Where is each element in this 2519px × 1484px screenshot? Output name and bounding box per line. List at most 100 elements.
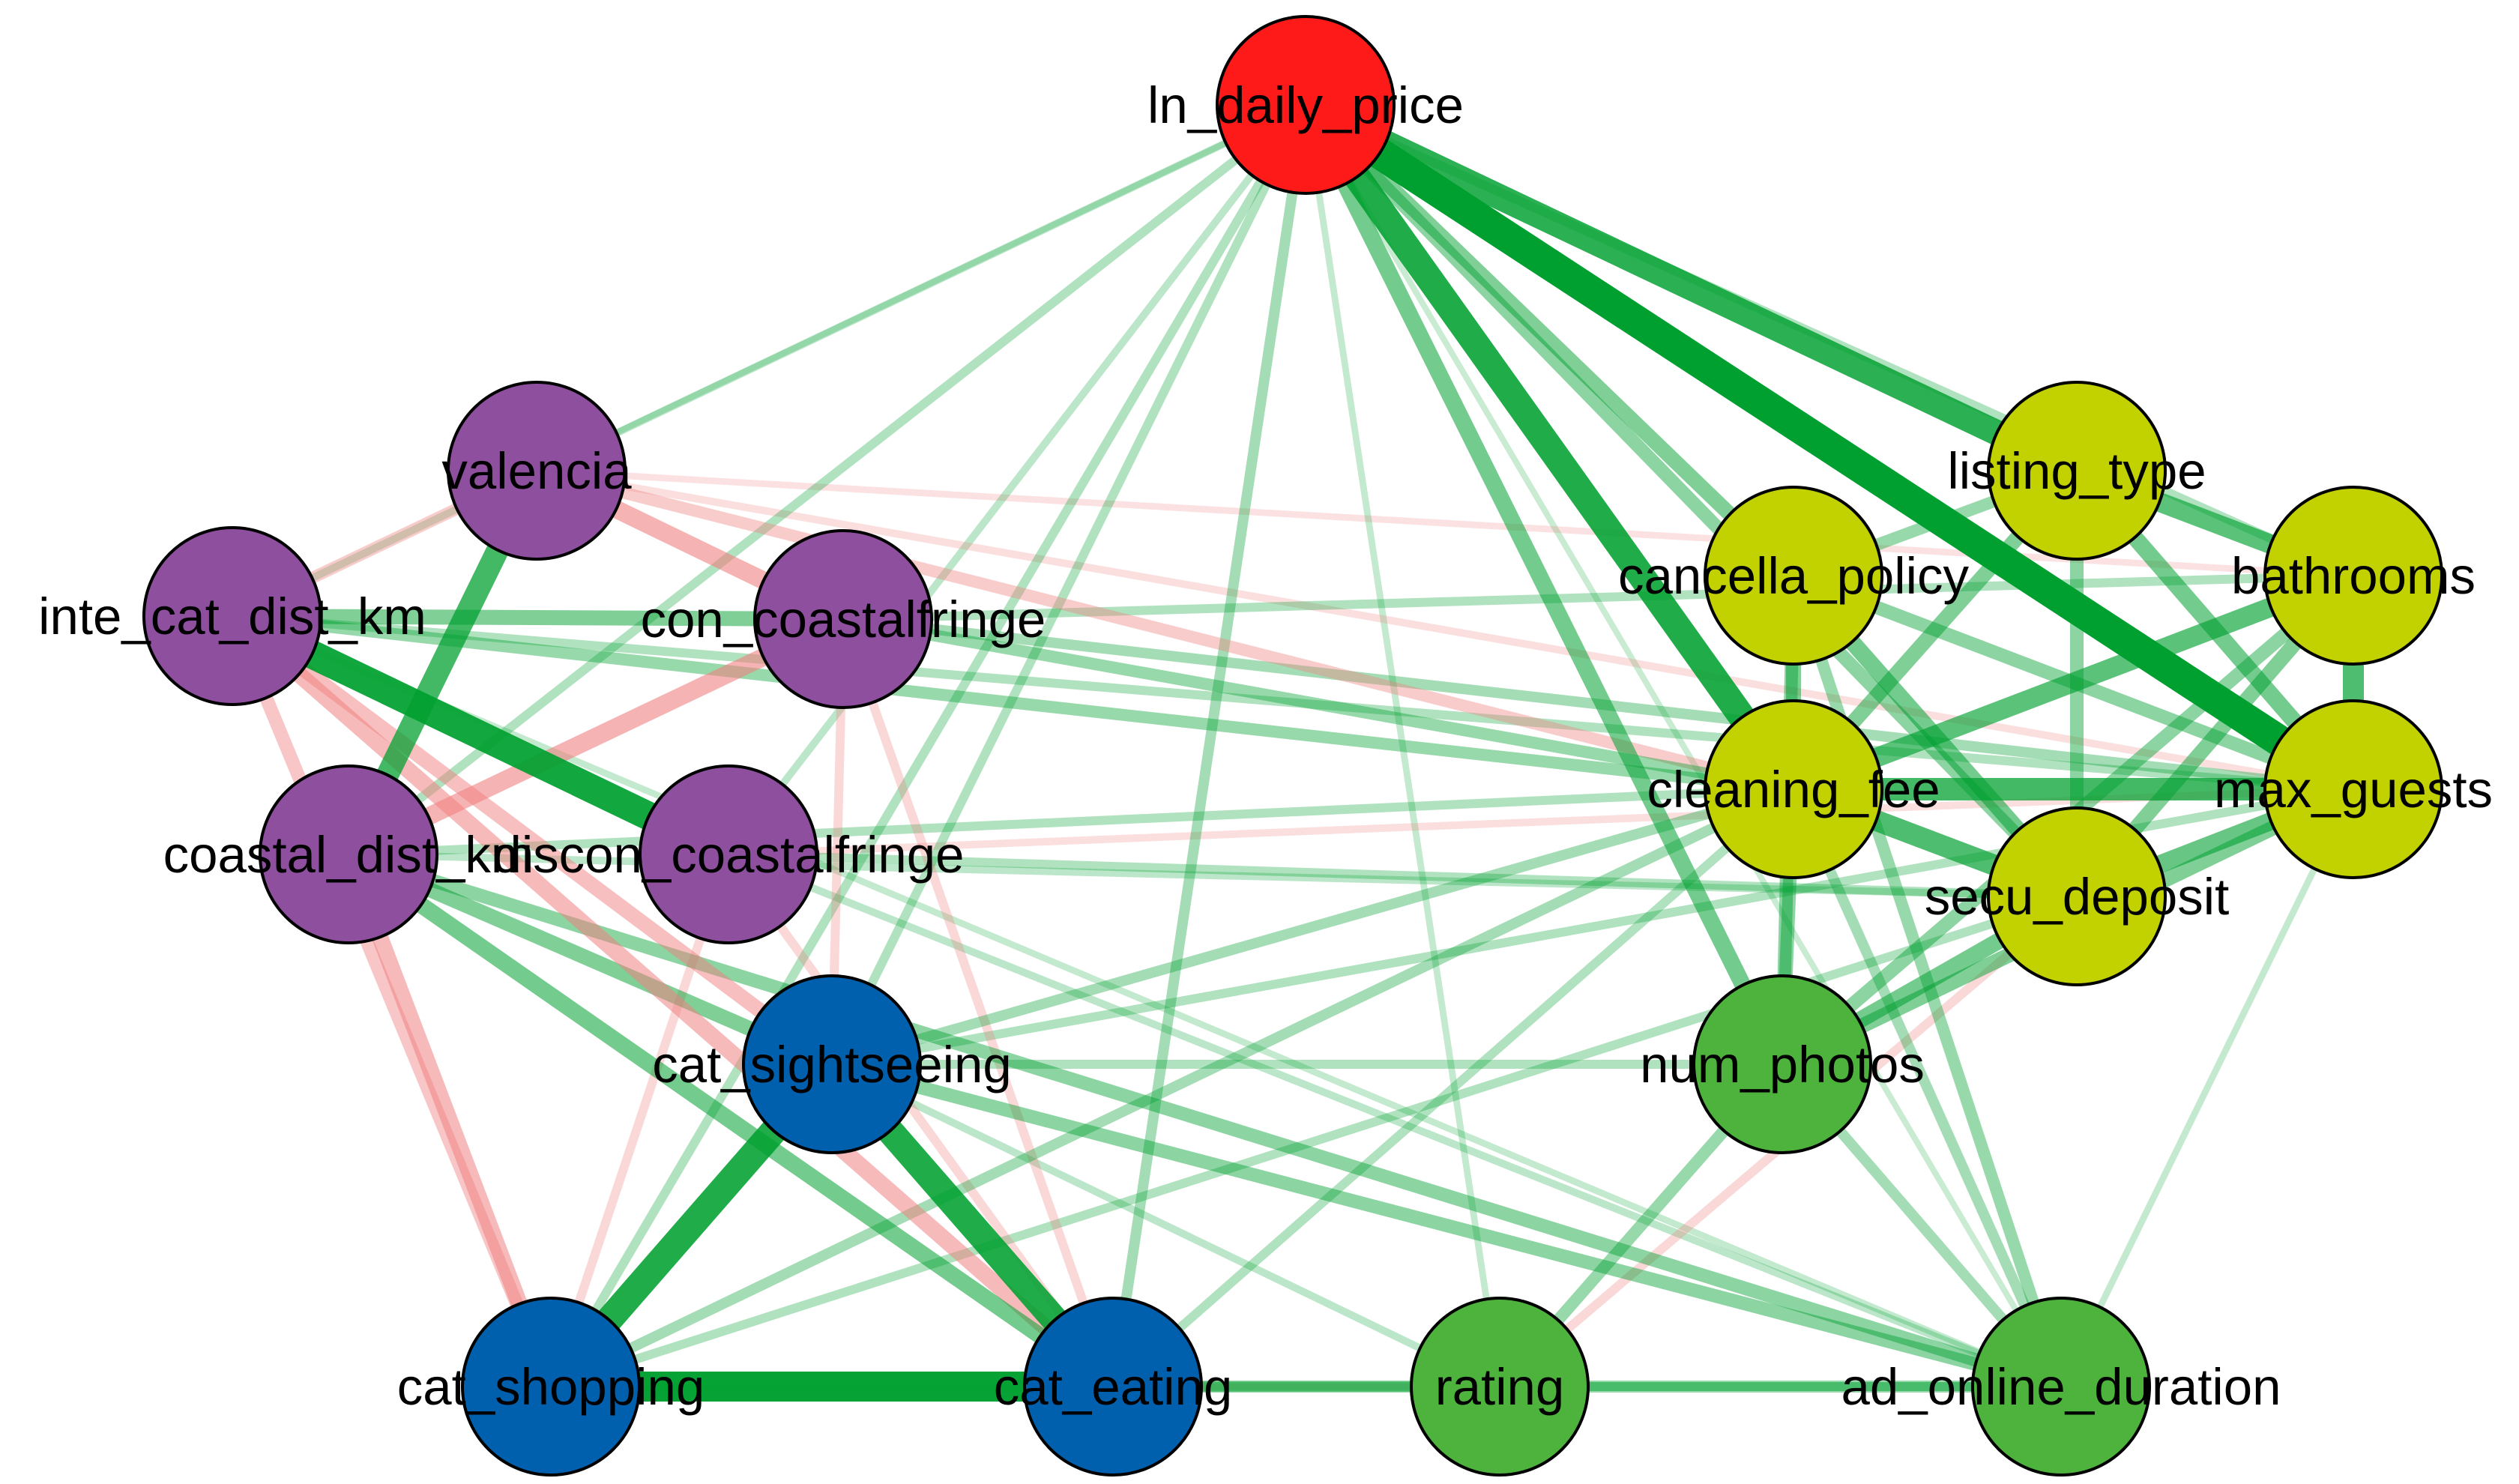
node-label-discon_coastalfringe: discon_coastalfringe bbox=[492, 826, 964, 884]
node-circle-valencia[interactable] bbox=[447, 381, 627, 561]
node-label-inte_cat_dist_km: inte_cat_dist_km bbox=[38, 588, 426, 645]
node-circle-ln_daily_price[interactable] bbox=[1216, 15, 1396, 195]
node-label-cat_shopping: cat_shopping bbox=[397, 1358, 705, 1416]
node-cat_shopping[interactable]: cat_shopping bbox=[397, 1297, 705, 1477]
edge-layer bbox=[226, 91, 2364, 1402]
node-label-cat_sightseeing: cat_sightseeing bbox=[652, 1036, 1012, 1094]
edge-coastal_dist_km-con_coastalfringe bbox=[344, 611, 848, 863]
node-coastal_dist_km[interactable]: coastal_dist_km bbox=[163, 764, 534, 944]
edge-ln_daily_price-ad_online_duration bbox=[1303, 103, 2064, 1389]
edge-inte_cat_dist_km-cleaning_fee bbox=[232, 610, 1794, 795]
node-label-cleaning_fee: cleaning_fee bbox=[1647, 761, 1940, 818]
edge-coastal_dist_km-secu_deposit bbox=[348, 851, 2078, 900]
edge-max_guests-ad_online_duration bbox=[2058, 788, 2356, 1388]
edge-valencia-cleaning_fee bbox=[535, 465, 1795, 795]
edge-discon_coastalfringe-ad_online_duration bbox=[727, 851, 2063, 1390]
node-cancella_policy[interactable]: cancella_policy bbox=[1618, 486, 1969, 666]
edge-ln_daily_price-listing_type bbox=[1300, 93, 2083, 483]
edge-coastal_dist_km-cat_eating bbox=[343, 847, 1118, 1394]
node-inte_cat_dist_km[interactable]: inte_cat_dist_km bbox=[38, 526, 426, 706]
node-circle-max_guests[interactable] bbox=[2263, 699, 2443, 879]
edge-ln_daily_price-coastal_dist_km bbox=[346, 101, 1309, 858]
edge-ln_daily_price-cleaning_fee bbox=[1294, 97, 1805, 797]
edge-coastal_dist_km-ad_online_duration bbox=[346, 848, 2063, 1393]
edge-ln_daily_price-discon_coastalfringe bbox=[725, 102, 1309, 857]
node-ad_online_duration[interactable]: ad_online_duration bbox=[1841, 1297, 2281, 1477]
edge-inte_cat_dist_km-cat_sightseeing bbox=[228, 609, 836, 1071]
node-circle-bathrooms[interactable] bbox=[2263, 486, 2443, 666]
node-ln_daily_price[interactable]: ln_daily_price bbox=[1147, 15, 1464, 195]
node-label-ad_online_duration: ad_online_duration bbox=[1841, 1358, 2281, 1416]
edge-ln_daily_price-num_photos bbox=[1298, 101, 1790, 1068]
edge-inte_cat_dist_km-con_coastalfringe bbox=[232, 609, 844, 627]
node-label-rating: rating bbox=[1435, 1358, 1565, 1416]
edge-ln_daily_price-valencia bbox=[535, 102, 1307, 474]
node-circle-discon_coastalfringe[interactable] bbox=[639, 764, 818, 944]
node-circle-con_coastalfringe[interactable] bbox=[753, 529, 933, 709]
node-label-listing_type: listing_type bbox=[1947, 442, 2206, 500]
edge-ln_daily_price-cat_sightseeing bbox=[827, 103, 1310, 1067]
edge-coastal_dist_km-cleaning_fee bbox=[348, 785, 1794, 859]
node-rating[interactable]: rating bbox=[1410, 1297, 1590, 1477]
edge-valencia-bathrooms bbox=[536, 467, 2354, 579]
edge-ln_daily_price-rating bbox=[1302, 104, 1503, 1387]
node-num_photos[interactable]: num_photos bbox=[1640, 974, 1925, 1154]
node-valencia[interactable]: valencia bbox=[441, 381, 632, 561]
node-circle-cleaning_fee[interactable] bbox=[1704, 699, 1883, 879]
edge-valencia-max_guests bbox=[536, 467, 2354, 793]
node-cat_sightseeing[interactable]: cat_sightseeing bbox=[652, 974, 1012, 1154]
node-circle-cat_shopping[interactable] bbox=[461, 1297, 641, 1477]
node-circle-inte_cat_dist_km[interactable] bbox=[142, 526, 322, 706]
node-label-bathrooms: bathrooms bbox=[2231, 547, 2476, 605]
edge-ln_daily_price-cancella_policy bbox=[1300, 99, 1799, 582]
edge-ln_daily_price-cat_eating bbox=[1108, 103, 1311, 1388]
node-circle-num_photos[interactable] bbox=[1692, 974, 1872, 1154]
node-label-ln_daily_price: ln_daily_price bbox=[1147, 76, 1464, 134]
node-listing_type[interactable]: listing_type bbox=[1947, 381, 2206, 561]
node-label-valencia: valencia bbox=[441, 442, 632, 500]
edge-con_coastalfringe-bathrooms bbox=[842, 571, 2354, 624]
edge-cat_eating-con_coastalfringe bbox=[839, 618, 1117, 1388]
edge-ln_daily_price-max_guests bbox=[1297, 91, 2362, 803]
edge-cat_sightseeing-cleaning_fee bbox=[830, 784, 1795, 1070]
node-circle-coastal_dist_km[interactable] bbox=[259, 764, 438, 944]
node-secu_deposit[interactable]: secu_deposit bbox=[1925, 806, 2230, 986]
edge-inte_cat_dist_km-max_guests bbox=[232, 612, 2354, 794]
node-circle-cancella_policy[interactable] bbox=[1704, 486, 1883, 666]
edge-inte_cat_dist_km-ad_online_duration bbox=[231, 612, 2063, 1390]
node-circle-listing_type[interactable] bbox=[1987, 381, 2167, 561]
node-label-secu_deposit: secu_deposit bbox=[1925, 868, 2230, 926]
edge-cat_sightseeing-rating bbox=[830, 1061, 1502, 1390]
node-label-num_photos: num_photos bbox=[1640, 1036, 1925, 1094]
node-circle-cat_sightseeing[interactable] bbox=[742, 974, 922, 1154]
edge-ln_daily_price-inte_cat_dist_km bbox=[230, 101, 1308, 620]
node-label-cat_eating: cat_eating bbox=[994, 1358, 1232, 1416]
node-con_coastalfringe[interactable]: con_coastalfringe bbox=[641, 529, 1046, 709]
node-circle-secu_deposit[interactable] bbox=[1987, 806, 2167, 986]
edge-cat_eating-cleaning_fee bbox=[1110, 785, 1797, 1390]
edge-bathrooms-cleaning_fee bbox=[1790, 566, 2357, 799]
edge-ln_daily_price-cat_shopping bbox=[546, 102, 1310, 1390]
node-circle-rating[interactable] bbox=[1410, 1297, 1590, 1477]
node-label-cancella_policy: cancella_policy bbox=[1618, 547, 1969, 605]
node-discon_coastalfringe[interactable]: discon_coastalfringe bbox=[492, 764, 965, 944]
edge-cat_shopping-secu_deposit bbox=[549, 892, 2078, 1391]
node-label-max_guests: max_guests bbox=[2214, 761, 2493, 818]
edge-cat_shopping-cleaning_fee bbox=[548, 784, 1797, 1392]
edge-inte_cat_dist_km-cat_eating bbox=[226, 609, 1119, 1393]
node-bathrooms[interactable]: bathrooms bbox=[2231, 486, 2476, 666]
node-circle-ad_online_duration[interactable] bbox=[1971, 1297, 2151, 1477]
edge-cat_sightseeing-ad_online_duration bbox=[830, 1058, 2063, 1393]
edge-cleaning_fee-ad_online_duration bbox=[1788, 787, 2066, 1389]
node-max_guests[interactable]: max_guests bbox=[2214, 699, 2493, 879]
node-circle-cat_eating[interactable] bbox=[1023, 1297, 1203, 1477]
edge-inte_cat_dist_km-discon_coastalfringe bbox=[226, 603, 735, 868]
edge-discon_coastalfringe-secu_deposit bbox=[728, 850, 2078, 901]
node-label-con_coastalfringe: con_coastalfringe bbox=[641, 591, 1046, 648]
node-label-coastal_dist_km: coastal_dist_km bbox=[163, 826, 534, 884]
node-cat_eating[interactable]: cat_eating bbox=[994, 1297, 1232, 1477]
node-cleaning_fee[interactable]: cleaning_fee bbox=[1647, 699, 1940, 879]
